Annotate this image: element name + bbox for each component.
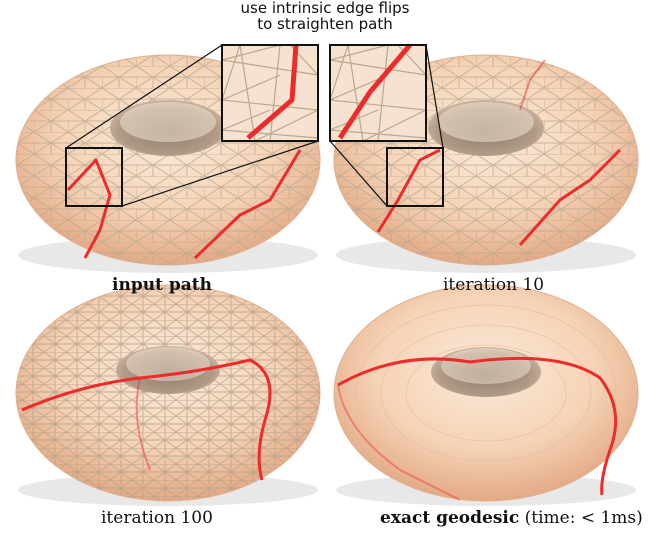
caption-exact-geodesic: exact geodesic (time: < 1ms) [380, 508, 643, 528]
input-path-line-2 [193, 149, 302, 260]
input-path-line [66, 158, 112, 259]
zoom-inset-right [329, 43, 427, 142]
geodesic-path-front [337, 356, 618, 496]
caption-iteration-10: iteration 10 [443, 275, 545, 295]
torus-exact-geodesic [333, 284, 639, 506]
caption-exact-geodesic-bold: exact geodesic [380, 508, 520, 528]
annotation-line-1: use intrinsic edge flips [240, 0, 410, 17]
zoom-box-right [386, 147, 444, 207]
iter10-path-line-2 [518, 148, 622, 246]
geodesic-path-back [337, 384, 461, 501]
caption-iteration-100: iteration 100 [101, 508, 213, 528]
iter100-path-back [135, 377, 151, 471]
zoom-inset-left [221, 44, 319, 142]
iter10-path-back [519, 59, 546, 111]
torus-iteration-100 [15, 284, 321, 506]
annotation-label: use intrinsic edge flips to straighten p… [180, 0, 470, 32]
zoom-box-left [65, 147, 123, 207]
annotation-line-2: to straighten path [257, 15, 393, 33]
iter100-path-front [21, 358, 272, 481]
zoom-connectors [65, 44, 444, 207]
caption-input-path: input path [112, 275, 212, 295]
caption-exact-geodesic-rest: (time: < 1ms) [519, 508, 643, 528]
iter10-path-line [376, 148, 441, 233]
